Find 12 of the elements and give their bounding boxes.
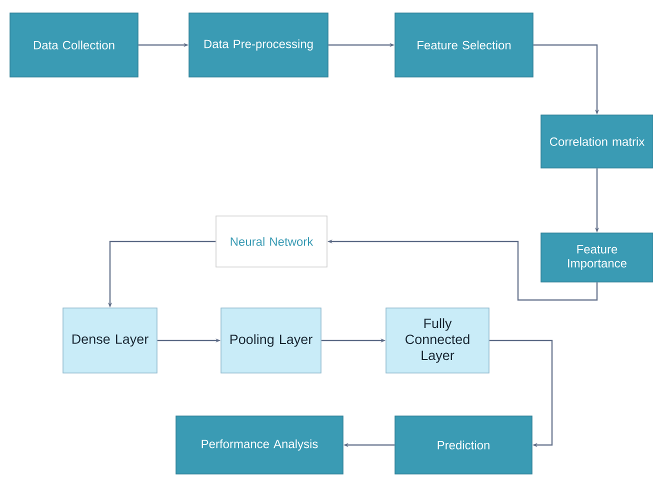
layer-box: Dense Layer [62,308,158,374]
process-box: Data Pre-processing [188,12,328,78]
process-box: Neural Network [216,216,328,268]
process-box: Performance Analysis [176,416,344,474]
layer-box: Pooling Layer [220,308,322,374]
arrow [489,340,553,448]
process-box: Feature Selection [394,12,534,78]
layer-box: Fully Connected Layer [386,308,490,374]
process-box: Correlation matrix [540,114,653,168]
process-box: Prediction [394,416,532,474]
process-box: Feature Importance [540,232,653,282]
process-box: Data Collection [10,12,138,78]
